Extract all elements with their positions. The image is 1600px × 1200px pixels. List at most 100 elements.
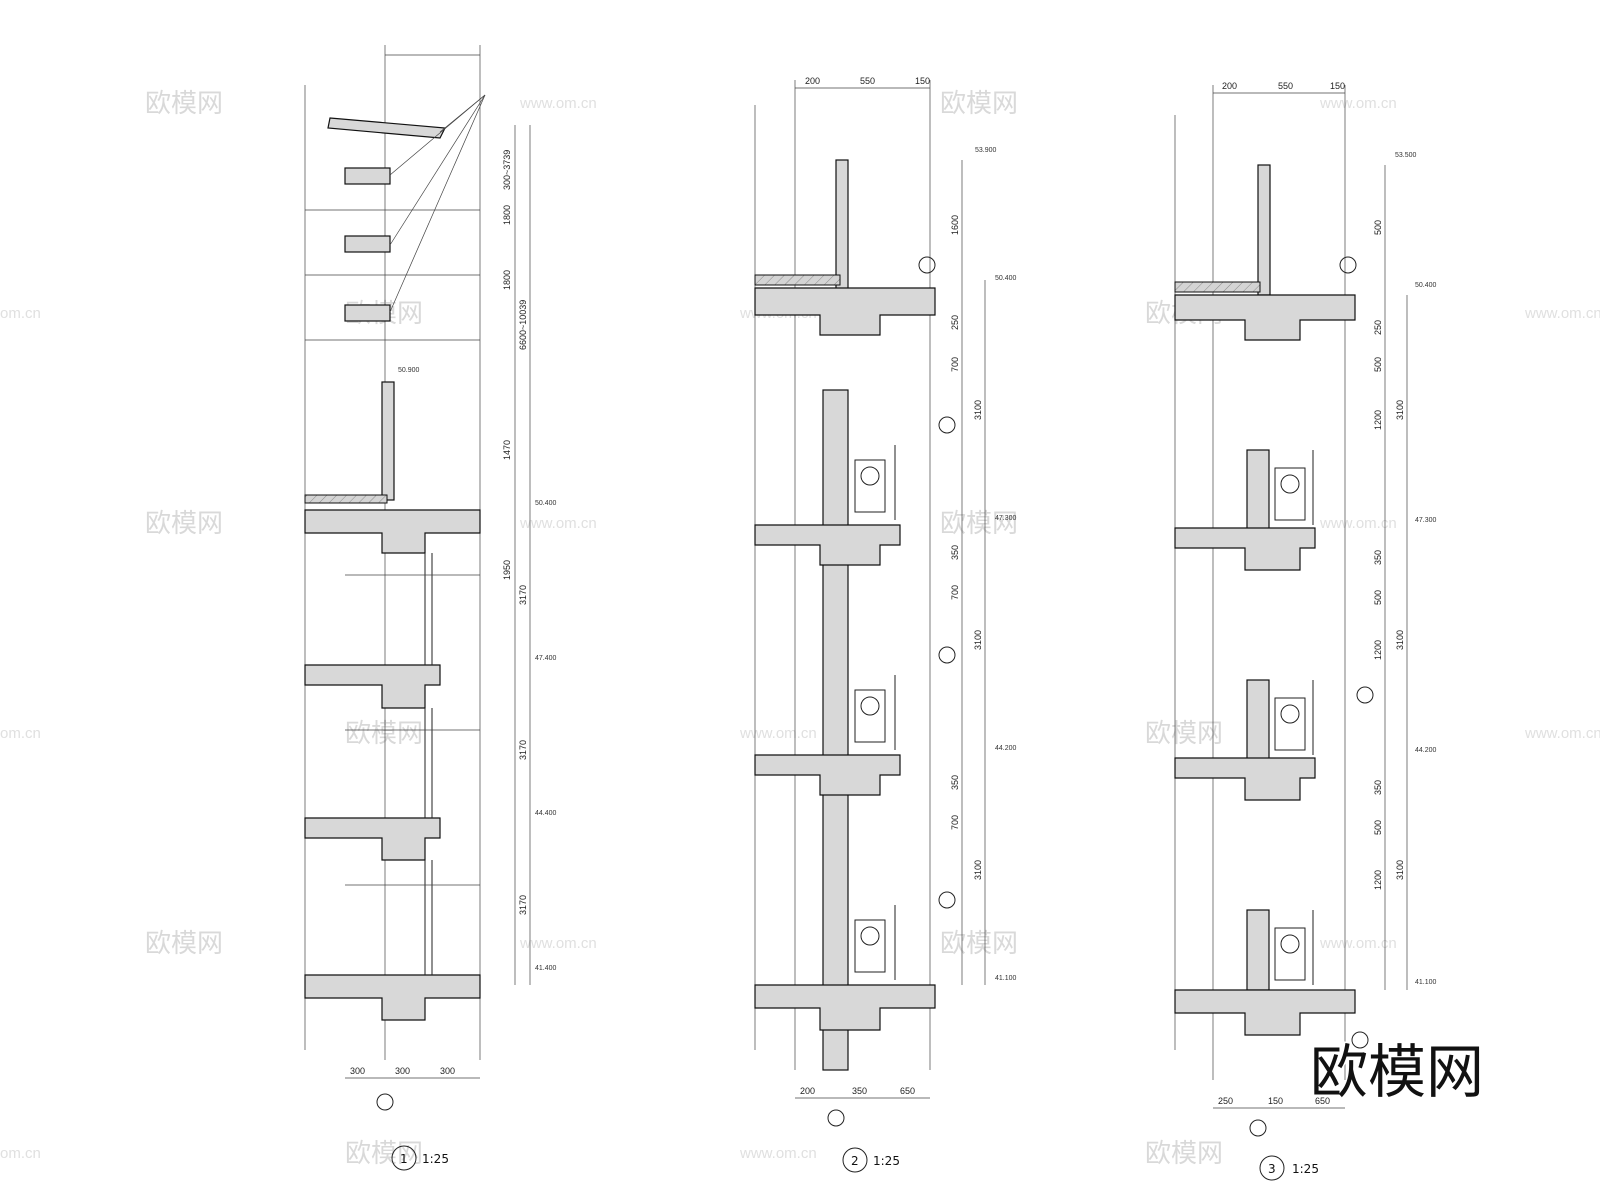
level-mark: 50.400 — [535, 500, 557, 507]
dim-label: 350 — [852, 1086, 867, 1096]
watermark-url: www.om.cn — [519, 95, 597, 112]
axis-bubble — [1249, 1119, 1267, 1137]
ac-unit — [854, 459, 886, 513]
section-2: 200 550 150 1600 250 700 3100 — [754, 76, 1017, 1173]
watermark-url: www.om.cn — [519, 935, 597, 952]
dim-label: 500 — [1373, 590, 1383, 605]
dim-label: 1800 — [502, 205, 512, 225]
section-scale: 1:25 — [422, 1152, 449, 1166]
dim-label: 300 — [395, 1066, 410, 1076]
axis-bubble — [827, 1109, 845, 1127]
dim-label: 1800 — [502, 270, 512, 290]
dim-label: 1200 — [1373, 410, 1383, 430]
level-mark: 50.400 — [995, 275, 1017, 282]
dim-label: 200 — [805, 76, 820, 86]
dim-label: 3170 — [518, 585, 528, 605]
watermark-brand: 欧模网 — [940, 929, 1018, 959]
fan-icon — [860, 466, 880, 486]
detail-callout — [938, 891, 956, 909]
level-mark: 44.200 — [1415, 747, 1437, 754]
dim-label: 650 — [1315, 1096, 1330, 1106]
dim-label: 1200 — [1373, 640, 1383, 660]
watermark-brand: 欧模网 — [145, 509, 223, 539]
dim-label: 200 — [1222, 81, 1237, 91]
section-number-circle — [842, 1147, 868, 1173]
dim-label: 150 — [1268, 1096, 1283, 1106]
section-scale: 1:25 — [873, 1154, 900, 1168]
watermark-url: www.om.cn — [739, 1145, 817, 1162]
detail-callout — [1356, 686, 1374, 704]
watermark-brand: 欧模网 — [1145, 1139, 1223, 1169]
dim-label: 1600 — [950, 215, 960, 235]
watermark-brand: 欧模网 — [940, 509, 1018, 539]
watermark-brand: 欧模网 — [145, 89, 223, 119]
watermark-url: www.om.cn — [1319, 935, 1397, 952]
watermark-brand: 欧模网 — [940, 89, 1018, 119]
section-scale: 1:25 — [1292, 1162, 1319, 1176]
watermark-url: www.om.cn — [1319, 515, 1397, 532]
ac-unit — [854, 919, 886, 973]
dim-label: 350 — [1373, 780, 1383, 795]
section-number-circle — [1259, 1155, 1285, 1181]
dim-label: 3100 — [1395, 400, 1405, 420]
level-mark: 47.300 — [1415, 517, 1437, 524]
detail-callout — [1351, 1031, 1369, 1049]
detail-callout — [938, 416, 956, 434]
dim-label: 350 — [950, 775, 960, 790]
level-mark: 41.400 — [535, 965, 557, 972]
dim-label: 3100 — [973, 860, 983, 880]
watermark-url: www.om.cn — [739, 725, 817, 742]
fan-icon — [1280, 934, 1300, 954]
dim-label: 3100 — [1395, 630, 1405, 650]
section-number: 1 — [400, 1152, 408, 1166]
ac-unit — [1274, 927, 1306, 981]
dim-label: 550 — [1278, 81, 1293, 91]
section-1: 300~3739 1800 1800 1470 1950 6600~10039 … — [304, 45, 557, 1171]
dim-label: 650 — [900, 1086, 915, 1096]
dim-label: 6600~10039 — [518, 300, 528, 350]
dim-label: 200 — [800, 1086, 815, 1096]
watermark-brand: 欧模网 — [345, 1139, 423, 1169]
fan-icon — [1280, 474, 1300, 494]
dim-label: 3100 — [973, 400, 983, 420]
dim-label: 500 — [1373, 220, 1383, 235]
dim-label: 350 — [1373, 550, 1383, 565]
watermark-url: www.om.cn — [1524, 305, 1600, 322]
dim-label: 300 — [350, 1066, 365, 1076]
dim-label: 250 — [950, 315, 960, 330]
watermark-url: om.cn — [0, 725, 41, 742]
watermark-brand: 欧模网 — [1145, 719, 1223, 749]
watermark-url: www.om.cn — [519, 515, 597, 532]
watermark-url: www.om.cn — [1524, 725, 1600, 742]
ac-unit — [854, 689, 886, 743]
ac-unit — [1274, 467, 1306, 521]
dim-label: 1200 — [1373, 870, 1383, 890]
level-mark: 41.100 — [1415, 979, 1437, 986]
dim-label: 700 — [950, 357, 960, 372]
axis-bubble — [376, 1093, 394, 1111]
dim-label: 500 — [1373, 820, 1383, 835]
dim-label: 250 — [1218, 1096, 1233, 1106]
dim-label: 550 — [860, 76, 875, 86]
dim-label: 700 — [950, 815, 960, 830]
dim-label: 300 — [440, 1066, 455, 1076]
dim-label: 3170 — [518, 740, 528, 760]
dim-label: 300~3739 — [502, 150, 512, 190]
level-mark: 50.400 — [1415, 282, 1437, 289]
fan-icon — [1280, 704, 1300, 724]
level-mark: 50.900 — [398, 367, 420, 374]
fan-icon — [860, 696, 880, 716]
level-mark: 44.400 — [535, 810, 557, 817]
section-number: 3 — [1268, 1162, 1276, 1176]
watermark-url: om.cn — [0, 305, 41, 322]
ac-unit — [1274, 697, 1306, 751]
level-mark: 47.300 — [995, 515, 1017, 522]
watermark-url: www.om.cn — [1319, 95, 1397, 112]
dim-label: 700 — [950, 585, 960, 600]
dim-label: 1950 — [502, 560, 512, 580]
watermark-brand: 欧模网 — [345, 719, 423, 749]
dim-label: 3170 — [518, 895, 528, 915]
dim-label: 3100 — [1395, 860, 1405, 880]
level-mark: 53.500 — [1395, 152, 1417, 159]
